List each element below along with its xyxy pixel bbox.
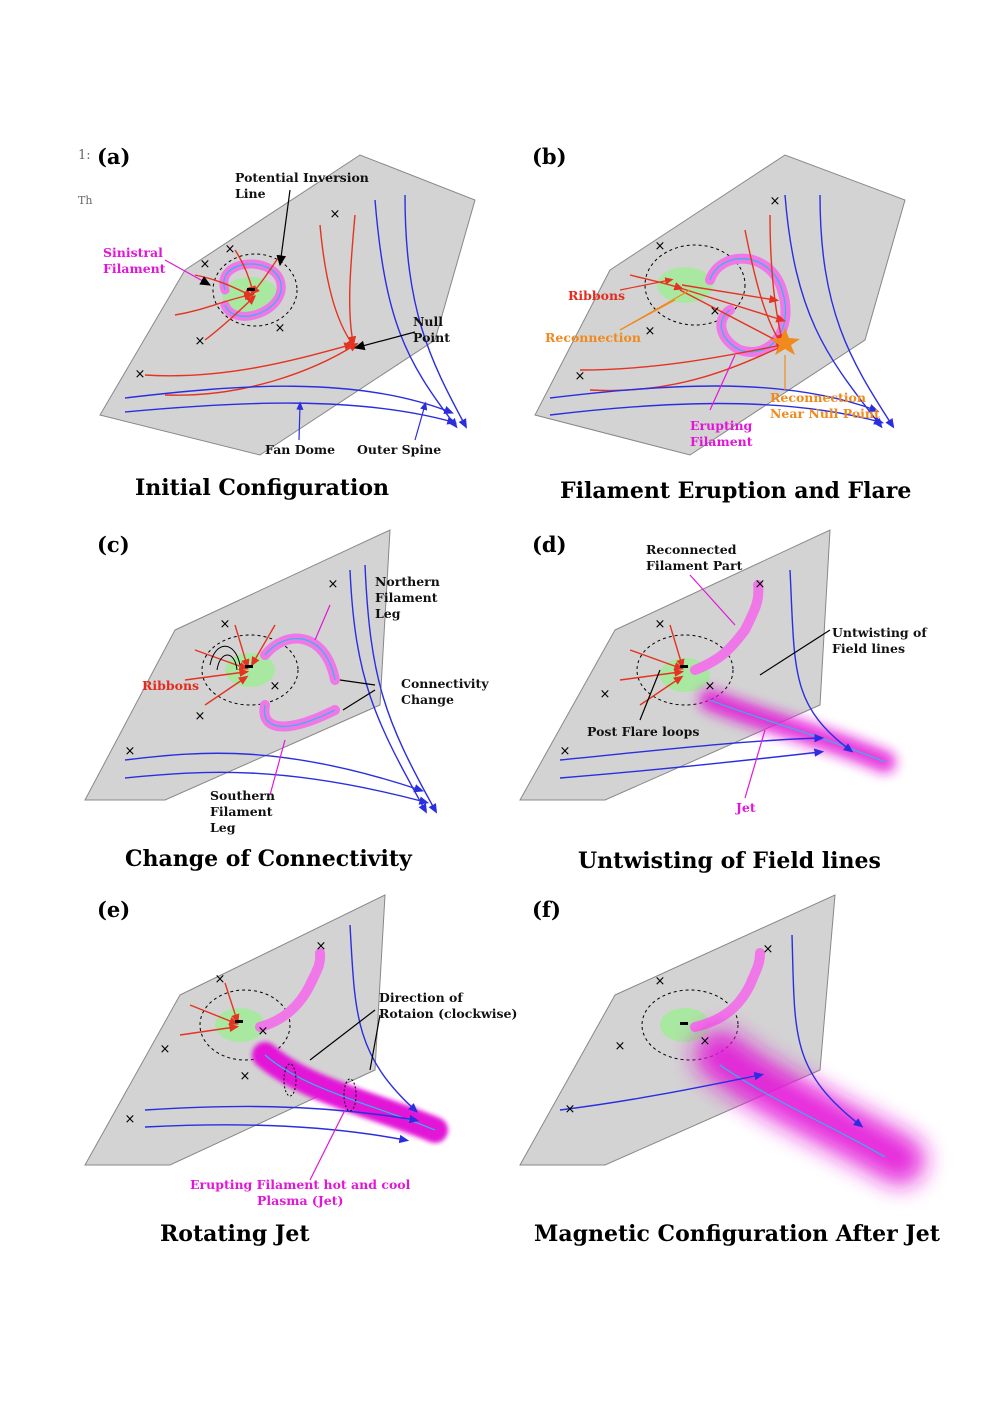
reconnection-label: Reconnection [545,330,641,345]
panel-f: × × × × × (f) Magnetic Configuration After … [519,894,960,1255]
svg-text:×: × [215,972,226,987]
svg-text:×: × [200,257,211,272]
svg-text:×: × [763,942,774,957]
erupting-filament-label: Erupting Filament [690,418,753,449]
svg-text:×: × [770,194,781,209]
panel-d: × × × × × (d) Reconnected Filament Part Unt… [519,529,960,890]
panel-a-label: (a) [97,144,131,169]
svg-text:×: × [705,679,716,694]
southern-leg-label: Southern Filament Leg [210,788,275,835]
reconnected-filament [690,948,765,1032]
photosphere-plane [99,154,476,456]
panel-b: × × × × × (b) Ribbons Reconnection Reconnec… [520,140,960,504]
panel-c: × × × × × (c) Northern Filament Leg Connect… [84,529,525,890]
svg-text:×: × [195,709,206,724]
panel-e-title: Rotating Jet [160,1221,310,1247]
svg-text:×: × [125,1112,136,1127]
svg-text:×: × [125,744,136,759]
svg-text:×: × [565,1102,576,1117]
svg-text:×: × [195,334,206,349]
panel-f-diagram: × × × × × [519,894,925,1185]
panel-b-title: Filament Eruption and Flare [560,478,912,504]
rotation-direction-label: Direction of Rotaion (clockwise) [379,990,518,1021]
reconnection-near-null-label: Reconnection Near Null Point [770,390,880,421]
panel-d-diagram: × × × × × [519,529,896,801]
reconnected-filament [255,948,326,1032]
pil-dashed [212,253,298,327]
photosphere-plane [534,154,906,456]
jet-label: Jet [736,800,756,815]
svg-text:×: × [560,744,571,759]
panel-d-title: Untwisting of Field lines [578,848,881,874]
post-flare-loops-label: Post Flare loops [587,724,700,739]
svg-text:×: × [160,1042,171,1057]
panel-b-diagram: × × × × × [534,154,906,456]
panel-a-diagram: × × × × × × [99,154,476,456]
panel-e-label: (e) [97,897,131,922]
svg-text:×: × [710,304,721,319]
svg-text:×: × [575,369,586,384]
panel-f-label: (f) [532,897,561,922]
svg-text:×: × [645,324,656,339]
svg-text:×: × [240,1069,251,1084]
svg-text:×: × [316,939,327,954]
null-point-star [770,328,800,355]
svg-text:×: × [135,367,146,382]
untwisting-label: Untwisting of Field lines [832,625,927,656]
panel-c-label: (c) [97,532,130,557]
svg-text:×: × [220,617,231,632]
panel-a-title: Initial Configuration [135,475,390,501]
reconnected-filament-label: Reconnected Filament Part [646,542,743,573]
panel-c-diagram: × × × × × [84,529,438,814]
panel-f-title: Magnetic Configuration After Jet [534,1221,940,1247]
svg-text:×: × [330,207,341,222]
panel-e-diagram: × × × × × × [84,894,448,1181]
svg-text:×: × [700,1034,711,1049]
null-point-label: Null Point [413,314,451,345]
stray-text-1: 1: [78,148,91,163]
panel-e: × × × × × × (e) Direction of Rotaion (clockw… [84,894,525,1255]
outer-spine-label: Outer Spine [357,442,442,457]
fan-dome-label: Fan Dome [265,442,336,457]
svg-text:×: × [655,239,666,254]
svg-text:×: × [275,321,286,336]
svg-text:×: × [600,687,611,702]
connectivity-change-label: Connectivity Change [401,676,489,707]
plasma-jet-label: Erupting Filament hot and cool Plasma (J… [190,1177,411,1208]
panel-c-title: Change of Connectivity [125,846,412,872]
northern-leg-label: Northern Filament Leg [375,574,440,621]
svg-text:×: × [655,617,666,632]
svg-text:×: × [270,679,281,694]
dispersed-jet [695,1030,925,1185]
pil-label: Potential Inversion Line [235,170,369,201]
sinistral-filament-label: Sinistral Filament [103,245,166,276]
svg-text:×: × [755,577,766,592]
svg-text:×: × [655,974,666,989]
ribbons-label: Ribbons [142,678,200,693]
svg-text:×: × [258,1024,269,1039]
svg-text:×: × [615,1039,626,1054]
reconnected-filament [690,580,764,675]
svg-text:×: × [225,242,236,257]
panel-b-label: (b) [532,144,567,169]
stray-text-2: Th [78,194,93,207]
ribbons-label: Ribbons [568,288,626,303]
svg-text:×: × [328,577,339,592]
panel-a: × × × × × × (a) Potential Inversion Line Si… [85,140,525,501]
panel-d-label: (d) [532,532,567,557]
